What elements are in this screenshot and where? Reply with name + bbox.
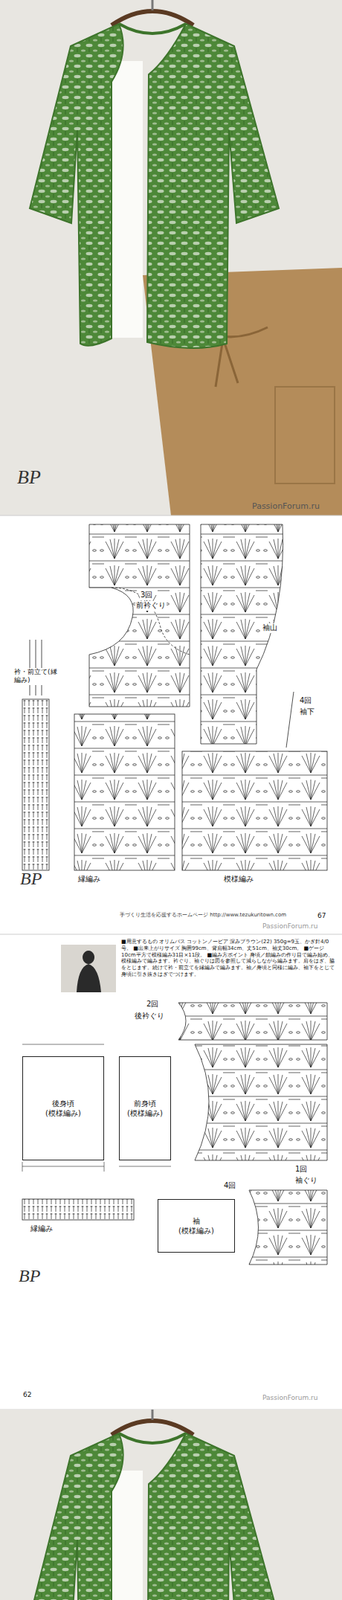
pattern-piece: 後身頃(模様編み) (22, 1055, 105, 1160)
chart-label: 衿・前立て(縁編み) (13, 667, 63, 685)
piece-label: (模様編み) (127, 1107, 163, 1118)
piece-label: 前身頃 (133, 1098, 157, 1108)
piece-label: 後身頃 (52, 1098, 75, 1108)
watermark: BP (17, 1263, 41, 1287)
chart-label: 袖下 (298, 707, 316, 717)
chart-label: ■用意するもの オリムパス コットンノービア 深みブラウン(22) 350g=9… (120, 938, 338, 978)
chart-label: 縁編み (29, 1223, 54, 1234)
pattern-piece: 前身頃(模様編み) (118, 1055, 171, 1160)
chart-label: 前衿ぐり (135, 600, 167, 611)
chart-label: 4回 (298, 695, 313, 706)
chart-label: 縁編み (77, 874, 102, 884)
chart-label: 袖ぐり (294, 1175, 319, 1186)
chart-label: 後衿ぐり (133, 1011, 166, 1021)
chart-label: 手づくり生活を応援するホームページ http://www.tezukuritow… (118, 911, 299, 919)
piece-label: (模様編み) (45, 1107, 82, 1118)
chart-label: 1回 (294, 1164, 308, 1174)
chart-label: PassionForum.ru (261, 1393, 319, 1402)
chart-label: 4回 (223, 1180, 237, 1191)
watermark: BP (19, 866, 43, 890)
chart-label: PassionForum.ru (251, 501, 321, 512)
chart-label: PassionForum.ru (261, 921, 319, 931)
watermark: BP (16, 465, 42, 490)
chart-label: 模様編み (223, 874, 255, 884)
chart-label: 67 (316, 911, 327, 920)
pattern-piece: 袖(模様編み) (157, 1198, 235, 1253)
chart-label: 62 (22, 1390, 32, 1399)
piece-label: (模様編み) (178, 1225, 215, 1235)
chart-label: 2回 (145, 999, 160, 1009)
piece-label: 袖 (192, 1215, 200, 1226)
chart-label: 袖山 (261, 623, 279, 633)
chart-label: 3回 (139, 590, 154, 600)
